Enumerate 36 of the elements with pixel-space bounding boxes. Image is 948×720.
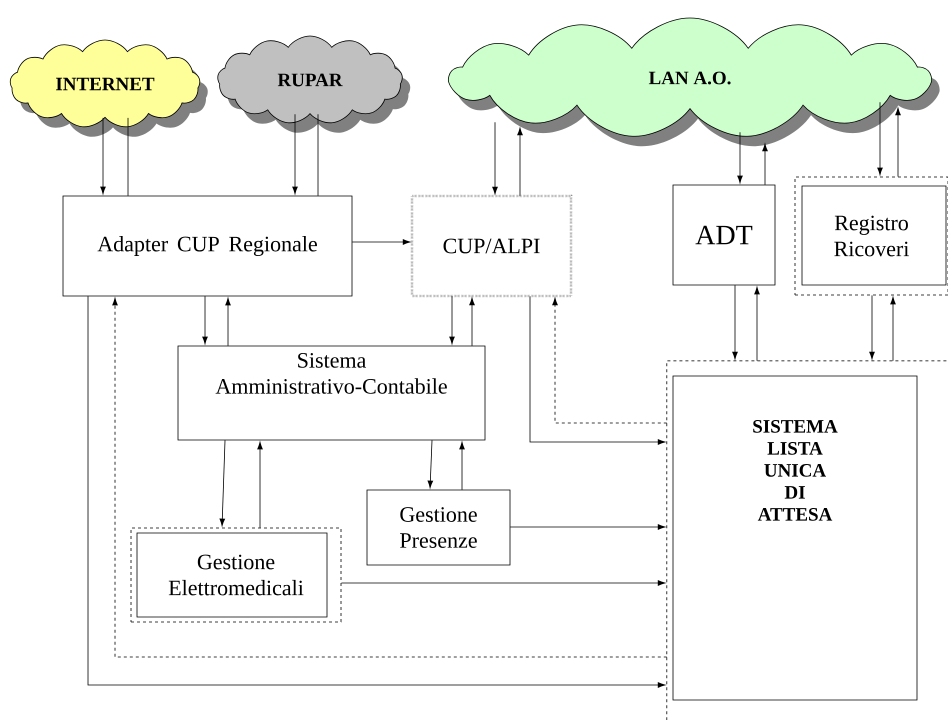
process-box: Registro Ricoveri [794, 176, 948, 296]
process-box: Gestione Elettromedicali [130, 528, 342, 622]
arrow [449, 296, 455, 344]
arrow [292, 114, 298, 194]
arrow [341, 580, 666, 586]
arrow [257, 442, 263, 528]
arrow [869, 295, 875, 360]
arrow [737, 132, 743, 184]
arrow [220, 440, 226, 526]
arrow [732, 285, 738, 360]
process-box: ADT [672, 184, 776, 286]
arrow [469, 298, 475, 346]
arrow [895, 108, 901, 177]
arrow [428, 440, 434, 488]
cloud: LAN A.O. [448, 18, 940, 146]
process-box: Adapter CUP Regionale [62, 196, 352, 296]
process-box: Gestione Presenze [366, 490, 510, 566]
arrow [492, 122, 498, 194]
arrow [552, 298, 668, 424]
system-box: SISTEMA LISTA UNICA DI ATTESA [666, 360, 948, 720]
cloud: RUPAR [217, 36, 410, 133]
arrow [202, 296, 208, 344]
arrow [877, 102, 883, 176]
arrow [459, 442, 465, 490]
arrow [100, 118, 106, 194]
arrow [890, 296, 896, 362]
arrow [510, 524, 666, 530]
arrow [517, 128, 523, 196]
arrow [225, 298, 231, 346]
process-box: CUP/ALPI [410, 194, 572, 298]
arrow [754, 286, 760, 362]
process-box: Sistema Amministrativo-Contabile [178, 346, 486, 440]
arrow [530, 296, 666, 445]
arrow [352, 239, 410, 245]
arrow [762, 144, 768, 185]
cloud: INTERNET [10, 40, 208, 137]
